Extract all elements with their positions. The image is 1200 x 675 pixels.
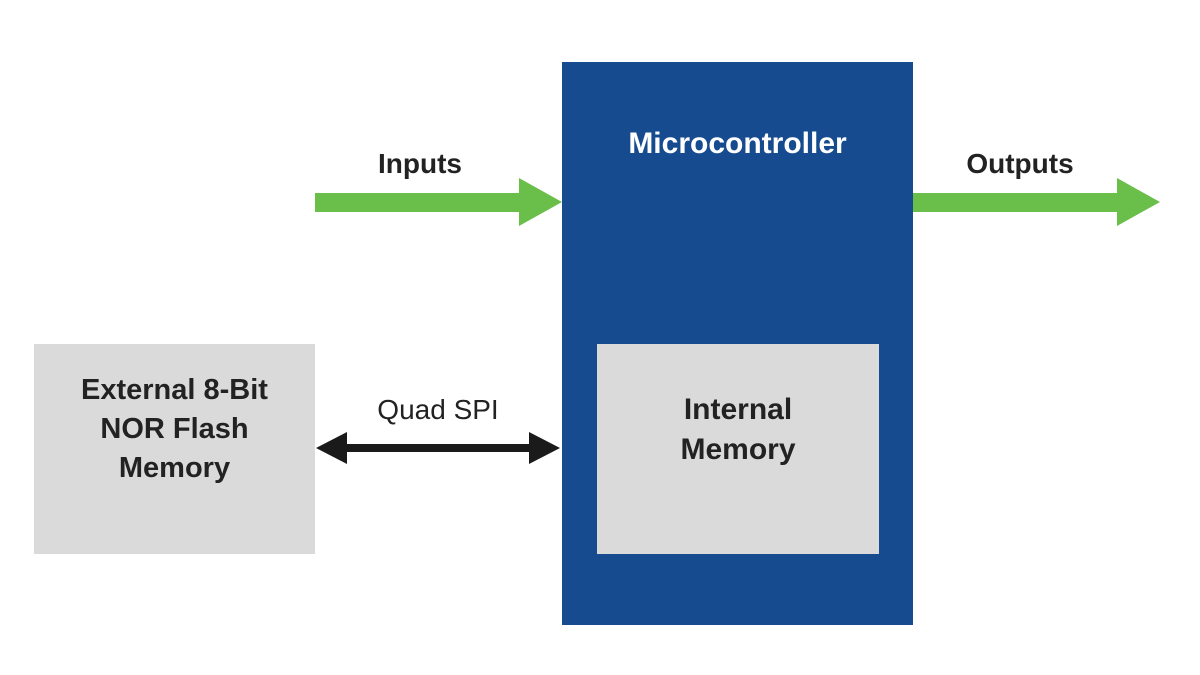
outputs-label: Outputs: [966, 148, 1074, 179]
external-memory-line: External 8-Bit: [81, 374, 268, 406]
internal-memory-line: Memory: [680, 433, 796, 466]
external-memory-line: Memory: [118, 452, 231, 484]
internal-memory-line: Internal: [683, 393, 793, 426]
external-memory-label: External 8-Bit NOR Flash Memory: [34, 371, 315, 488]
outputs-arrow: [913, 178, 1160, 226]
external-memory-line: NOR Flash: [100, 413, 249, 445]
inputs-arrow: [315, 178, 562, 226]
microcontroller-title: Microcontroller: [628, 127, 847, 160]
inputs-label: Inputs: [378, 148, 462, 179]
quad-spi-label: Quad SPI: [377, 394, 499, 425]
internal-memory-block: [597, 344, 879, 554]
internal-memory-label: Internal Memory: [597, 390, 879, 470]
external-memory-block: [34, 344, 315, 554]
quad-spi-arrow: [316, 432, 560, 464]
